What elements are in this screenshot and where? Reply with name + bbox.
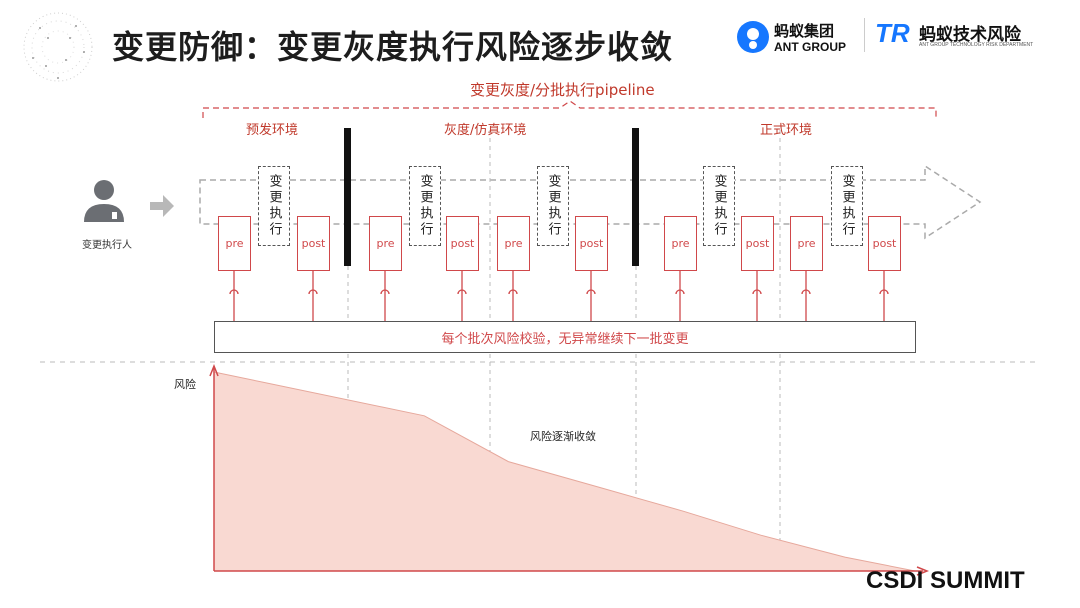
risk-area-chart bbox=[209, 363, 930, 576]
ant-logo-icon bbox=[737, 21, 769, 53]
slide-title: 变更防御：变更灰度执行风险逐步收敛 bbox=[112, 28, 674, 66]
risk-dept-logo: TR 蚂蚁技术风险 ANT GROUP TECHNOLOGY RISK DEPA… bbox=[875, 18, 1065, 58]
stage-divider-2 bbox=[632, 128, 639, 266]
risk-dept-en: ANT GROUP TECHNOLOGY RISK DEPARTMENT bbox=[919, 42, 1034, 48]
risk-dept-cn: 蚂蚁技术风险 bbox=[919, 25, 1021, 44]
globe-logo bbox=[23, 12, 93, 82]
check-connectors bbox=[229, 270, 889, 322]
stage-label-pre-release: 预发环境 bbox=[246, 123, 299, 138]
batch-check-bar: 每个批次风险校验，无异常继续下一批变更 bbox=[214, 321, 916, 353]
tr-mark: TR bbox=[875, 18, 910, 48]
pipeline-title: 变更灰度/分批执行pipeline bbox=[470, 81, 655, 99]
post-check-2: post bbox=[446, 216, 479, 271]
pre-check-2: pre bbox=[369, 216, 402, 271]
risk-area bbox=[214, 372, 915, 571]
person-icon bbox=[84, 180, 124, 222]
ant-group-logo: 蚂蚁集团 ANT GROUP bbox=[736, 18, 856, 58]
executor-label: 变更执行人 bbox=[82, 240, 132, 251]
y-axis-arrow bbox=[209, 363, 219, 377]
summit-watermark: CSDI SUMMIT bbox=[866, 567, 1025, 594]
exec-box-3: 变更执行 bbox=[537, 166, 569, 246]
arrow-right-icon bbox=[150, 195, 174, 217]
post-check-3: post bbox=[575, 216, 608, 271]
risk-annotation: 风险逐渐收敛 bbox=[530, 430, 596, 443]
post-check-4: post bbox=[741, 216, 774, 271]
pre-check-4: pre bbox=[664, 216, 697, 271]
post-check-5: post bbox=[868, 216, 901, 271]
stage-label-production: 正式环境 bbox=[760, 123, 813, 138]
exec-box-2: 变更执行 bbox=[409, 166, 441, 246]
pre-check-1: pre bbox=[218, 216, 251, 271]
stage-label-gray: 灰度/仿真环境 bbox=[444, 123, 527, 138]
pipeline-bracket bbox=[202, 100, 937, 118]
pre-check-5: pre bbox=[790, 216, 823, 271]
risk-curve bbox=[213, 371, 916, 572]
risk-axis-label: 风险 bbox=[174, 378, 196, 391]
ant-group-en: ANT GROUP bbox=[774, 40, 846, 54]
x-axis-arrow bbox=[916, 566, 930, 576]
pre-check-3: pre bbox=[497, 216, 530, 271]
ant-group-cn: 蚂蚁集团 bbox=[774, 23, 835, 40]
exec-box-5: 变更执行 bbox=[831, 166, 863, 246]
exec-box-1: 变更执行 bbox=[258, 166, 290, 246]
logo-divider bbox=[864, 18, 865, 52]
exec-box-4: 变更执行 bbox=[703, 166, 735, 246]
stage-divider-1 bbox=[344, 128, 351, 266]
post-check-1: post bbox=[297, 216, 330, 271]
